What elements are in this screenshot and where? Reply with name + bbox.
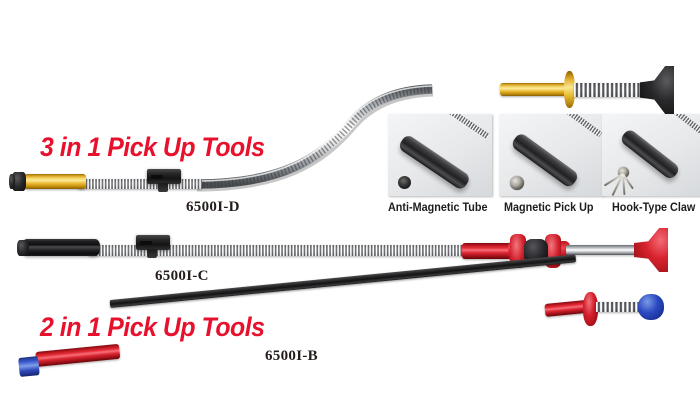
inset3-claw-collar (618, 167, 629, 178)
plunger-flange-6500I-D (564, 71, 575, 108)
model-label-6500I-B: 6500I-B (265, 348, 318, 364)
inset3-stem (668, 114, 700, 136)
inset1-stem (448, 114, 490, 140)
caption-anti-magnetic-tube: Anti-Magnetic Tube (388, 202, 488, 214)
plunger-flange-6500I-B (583, 292, 598, 326)
end-cap-6500I-C (17, 240, 29, 256)
plunger-knob-6500I-B (638, 294, 664, 320)
handle-6500I-C (22, 239, 100, 256)
smooth-shaft-6500I-C (566, 245, 640, 255)
red-grip-6500I-C (462, 243, 518, 259)
slider-foot-6500I-D (158, 183, 168, 192)
spring-6500I-D (574, 83, 645, 97)
slider-foot-6500I-C (147, 249, 157, 258)
inset1-tip (398, 176, 411, 189)
slider-clip-6500I-D (147, 169, 181, 184)
inset-anti-magnetic-tube (388, 114, 492, 196)
end-cap-6500I-D (12, 172, 26, 191)
slider-nub-6500I-C (140, 241, 152, 245)
inset2-stem (563, 114, 603, 138)
spring-6500I-B (596, 302, 644, 312)
shaft-6500I-C (88, 245, 470, 256)
end-knob-6500I-B (18, 356, 40, 377)
plunger-grip-6500I-D (500, 83, 568, 96)
model-label-6500I-C: 6500I-C (155, 268, 209, 284)
model-label-6500I-D: 6500I-D (186, 199, 240, 215)
inset-magnetic-pick-up (499, 114, 603, 196)
slider-clip-6500I-C (136, 235, 170, 250)
shaft-6500I-D (78, 179, 202, 189)
heading-3-in-1-pick-up-tools: 3 in 1 Pick Up Tools (40, 132, 265, 162)
caption-magnetic-pick-up: Magnetic Pick Up (504, 202, 594, 214)
caption-hook-type-claw: Hook-Type Claw (612, 202, 696, 214)
end-cap-rim-6500I-D (9, 174, 15, 189)
inset-hook-type-claw (602, 114, 700, 196)
handle-6500I-D (24, 174, 86, 189)
slider-nub-6500I-D (151, 175, 163, 179)
inset2-magnet-tip (510, 176, 524, 190)
heading-2-in-1-pick-up-tools: 2 in 1 Pick Up Tools (40, 312, 265, 342)
